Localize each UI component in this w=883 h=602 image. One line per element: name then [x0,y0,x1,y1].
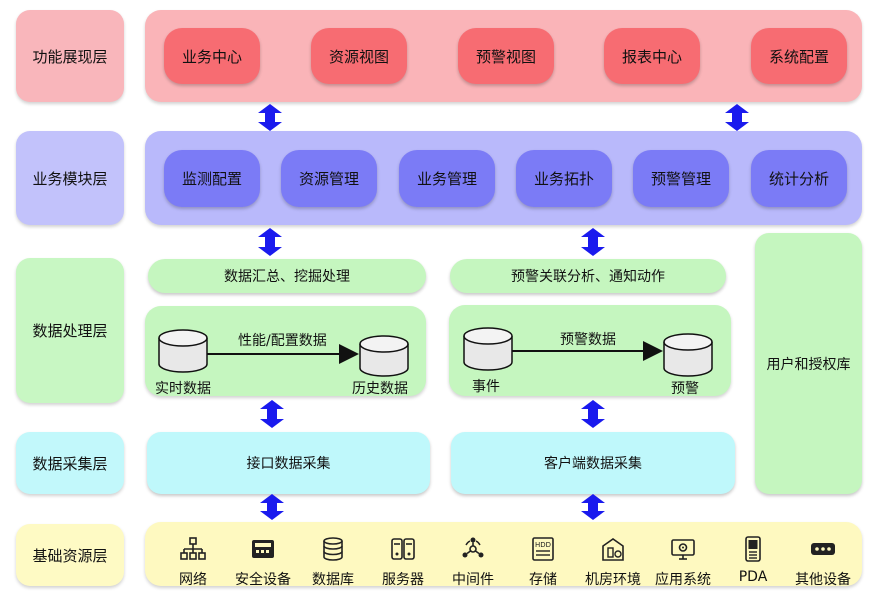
resource-label: 网络 [179,572,207,588]
database-icon [320,536,346,566]
database-alert-icon [663,333,713,377]
network-icon [180,536,206,566]
resource-label: 机房环境 [585,572,641,588]
presentation-item[interactable]: 系统配置 [751,28,847,84]
user-auth-db: 用户和授权库 [755,233,862,494]
resource-item: HDD 存储 [508,536,578,588]
application-icon [670,536,696,566]
presentation-item[interactable]: 预警视图 [458,28,554,84]
resource-label: 存储 [529,572,557,588]
resource-item: 其他设备 [788,536,858,588]
module-item[interactable]: 统计分析 [751,150,847,207]
presentation-item[interactable]: 资源视图 [311,28,407,84]
flow-label-left: 性能/配置数据 [238,333,327,349]
layer-label-collection: 数据采集层 [16,432,124,494]
presentation-item[interactable]: 报表中心 [604,28,700,84]
svg-text:HDD: HDD [535,541,551,549]
collection-client: 客户端数据采集 [451,432,735,494]
database-history-icon [359,335,409,377]
layer-label-module: 业务模块层 [16,131,124,225]
resource-item: 服务器 [368,536,438,588]
flow-source-right: 事件 [472,379,500,395]
module-item[interactable]: 业务拓扑 [516,150,612,207]
module-item[interactable]: 资源管理 [281,150,377,207]
flow-target-left: 历史数据 [352,381,408,397]
resource-item: 应用系统 [648,536,718,588]
layer-label-processing: 数据处理层 [16,258,124,403]
resource-item: 网络 [158,536,228,588]
module-item[interactable]: 监测配置 [164,150,260,207]
server-icon [390,536,416,566]
resource-label: PDA [738,569,768,585]
database-realtime-icon [158,329,208,373]
module-item[interactable]: 业务管理 [399,150,495,207]
storage-icon: HDD [530,536,556,566]
module-item[interactable]: 预警管理 [633,150,729,207]
resource-label: 安全设备 [235,572,291,588]
flow-label-right: 预警数据 [560,332,616,348]
resource-item: 中间件 [438,536,508,588]
flow-source-left: 实时数据 [155,381,211,397]
flow-target-right: 预警 [671,381,699,397]
layer-label-presentation: 功能展现层 [16,10,124,102]
resource-label: 中间件 [452,572,494,588]
other-device-icon [810,536,836,566]
resource-item: PDA [718,536,788,585]
security-device-icon [250,536,276,566]
resource-item: 数据库 [298,536,368,588]
database-event-icon [463,327,513,371]
collection-interface: 接口数据采集 [147,432,430,494]
resource-label: 应用系统 [655,572,711,588]
pda-icon [740,536,766,566]
processing-left-title: 数据汇总、挖掘处理 [148,259,426,293]
presentation-item[interactable]: 业务中心 [164,28,260,84]
resource-label: 服务器 [382,572,424,588]
resource-list: 网络 安全设备 数据库 服务器 中间件 HDD 存储 机房环境应用系统 PDA 其他设备 [158,536,858,588]
processing-right-title: 预警关联分析、通知动作 [450,259,726,293]
datacenter-icon [600,536,626,566]
resource-label: 数据库 [312,572,354,588]
module-layer-panel [145,131,862,225]
middleware-icon [460,536,486,566]
resource-item: 机房环境 [578,536,648,588]
layer-label-resource: 基础资源层 [16,524,124,586]
resource-item: 安全设备 [228,536,298,588]
resource-label: 其他设备 [795,572,851,588]
